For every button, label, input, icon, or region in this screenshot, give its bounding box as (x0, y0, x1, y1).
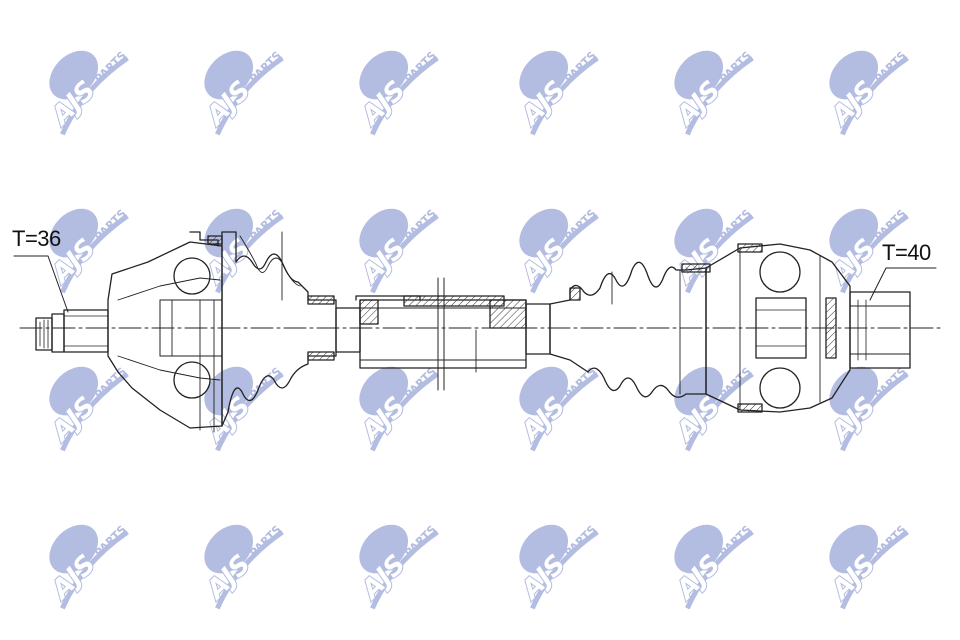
left-thread-leader (13, 255, 69, 313)
right-stub-shaft (849, 291, 911, 369)
right-thread-label: T=40 (882, 240, 931, 265)
middle-shaft (335, 277, 551, 391)
outer-cv-joint (107, 231, 223, 433)
right-thread-leader (869, 267, 937, 301)
left-thread-label: T=36 (12, 226, 61, 251)
inner-cv-joint (705, 243, 851, 413)
right-boot (549, 261, 711, 398)
left-stub-shaft (35, 309, 109, 353)
left-boot (221, 231, 337, 427)
